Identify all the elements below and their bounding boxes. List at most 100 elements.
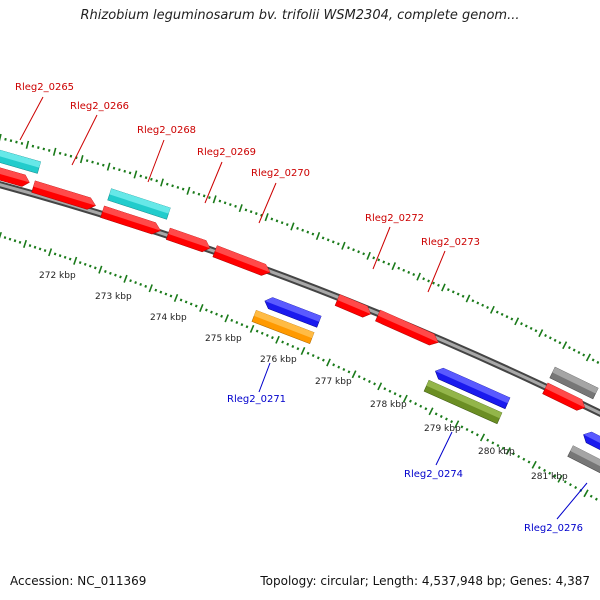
- inner-ring-minor-tick: [235, 321, 239, 325]
- forward-gene-right-arrow[interactable]: [542, 382, 588, 413]
- outer-ring-minor-tick: [139, 174, 143, 178]
- outer-ring-minor-tick: [451, 290, 455, 294]
- cyan-feature-rleg2-0268[interactable]: [107, 188, 171, 220]
- inner-ring-minor-tick: [220, 314, 223, 318]
- forward-gene-rleg2-0265-arrow[interactable]: [0, 165, 31, 188]
- gene-label-rleg2-0266[interactable]: Rleg2_0266: [70, 101, 129, 112]
- inner-ring-minor-tick: [548, 471, 552, 475]
- cyan-feature-rleg2-0265[interactable]: [0, 148, 42, 174]
- inner-ring-minor-tick: [13, 239, 17, 243]
- orange-feature-rleg2-0271[interactable]: [251, 309, 315, 345]
- inner-ring-minor-tick: [78, 261, 82, 265]
- gene-label-rleg2-0269[interactable]: Rleg2_0269: [197, 147, 256, 158]
- inner-ring-minor-tick: [114, 273, 117, 277]
- outer-ring-major-tick: [212, 195, 217, 204]
- inner-ring-minor-tick: [491, 441, 495, 445]
- gene-label-rleg2-0265[interactable]: Rleg2_0265: [15, 82, 74, 93]
- outer-ring-minor-tick: [112, 166, 116, 170]
- inner-ring-major-tick: [23, 239, 28, 249]
- forward-gene-rleg2-0269-arrow[interactable]: [165, 227, 212, 254]
- gray-feature-right[interactable]: [549, 366, 599, 400]
- inner-ring-minor-tick: [93, 266, 97, 270]
- outer-ring-minor-tick: [387, 262, 391, 266]
- outer-ring-minor-tick: [553, 338, 557, 342]
- inner-ring-minor-tick: [306, 351, 310, 355]
- inner-ring-minor-tick: [119, 275, 122, 279]
- forward-gene-rleg2-0268-arrow[interactable]: [100, 205, 163, 236]
- forward-gene-rleg2-0273-arrow[interactable]: [375, 309, 440, 348]
- outer-ring-minor-tick: [270, 217, 274, 221]
- outer-ring-minor-tick: [260, 213, 263, 217]
- gene-label-rleg2-0276[interactable]: Rleg2_0276: [524, 523, 583, 534]
- reverse-gene-rleg2-0271-arrow[interactable]: [263, 295, 322, 328]
- inner-ring-major-tick: [0, 231, 2, 239]
- kbp-labels: 272 kbp 273 kbp 274 kbp 275 kbp 276 kbp …: [39, 271, 568, 482]
- outer-ring-minor-tick: [548, 336, 552, 340]
- outer-ring-minor-tick: [102, 163, 105, 167]
- kbp-label-280: 280 kbp: [478, 447, 515, 457]
- reverse-gene-rleg2-0274-arrow[interactable]: [433, 366, 511, 410]
- outer-ring-minor-tick: [476, 301, 480, 305]
- outer-ring-minor-tick: [326, 238, 330, 242]
- inner-ring-minor-tick: [63, 255, 67, 259]
- forward-gene-rleg2-0266-arrow[interactable]: [31, 180, 98, 211]
- inner-ring-minor-tick: [501, 446, 505, 450]
- inner-ring-minor-tick: [260, 331, 264, 335]
- outer-ring-minor-tick: [306, 230, 310, 234]
- outer-ring-minor-tick: [596, 360, 600, 364]
- gene-label-rleg2-0270[interactable]: Rleg2_0270: [251, 168, 310, 179]
- gene-label-rleg2-0272[interactable]: Rleg2_0272: [365, 213, 424, 224]
- inner-ring-minor-tick: [373, 382, 376, 386]
- forward-gene-rleg2-0272-arrow[interactable]: [334, 294, 373, 319]
- outer-ring-minor-tick: [432, 281, 435, 285]
- inner-ring-minor-tick: [104, 270, 107, 273]
- outer-ring-minor-tick: [412, 273, 416, 277]
- inner-ring-minor-tick: [594, 497, 598, 501]
- inner-ring-minor-tick: [205, 308, 208, 312]
- inner-ring-major-tick: [73, 256, 78, 265]
- reverse-callout-lines: [258, 362, 588, 520]
- outer-ring-minor-tick: [427, 279, 430, 283]
- outer-ring-minor-tick: [144, 176, 148, 180]
- gene-label-rleg2-0273[interactable]: Rleg2_0273: [421, 237, 480, 248]
- inner-ring-minor-tick: [512, 452, 515, 456]
- inner-ring-major-tick: [224, 314, 229, 323]
- outer-ring-minor-tick: [229, 203, 232, 207]
- inner-ring-minor-tick: [424, 407, 428, 411]
- outer-ring-minor-tick: [223, 201, 227, 205]
- outer-ring-major-tick: [0, 133, 2, 142]
- outer-ring-minor-tick: [591, 358, 595, 362]
- inner-ring-minor-tick: [109, 271, 112, 275]
- gene-label-rleg2-0274[interactable]: Rleg2_0274: [404, 469, 463, 480]
- inner-ring-minor-tick: [537, 466, 541, 470]
- inner-ring-minor-tick: [265, 333, 269, 337]
- gene-label-rleg2-0268[interactable]: Rleg2_0268: [137, 125, 196, 136]
- outer-ring-minor-tick: [481, 303, 485, 307]
- outer-ring-minor-tick: [347, 246, 350, 250]
- forward-gene-rleg2-0270-arrow[interactable]: [212, 245, 272, 278]
- gray-feature-rleg2-0276[interactable]: [567, 445, 600, 477]
- inner-ring-minor-tick: [496, 444, 500, 448]
- inner-ring-minor-tick: [450, 420, 454, 424]
- olive-feature-rleg2-0274[interactable]: [423, 379, 503, 425]
- outer-ring-minor-tick: [58, 151, 62, 155]
- inner-ring-minor-tick: [543, 468, 546, 472]
- outer-ring-major-tick: [52, 147, 57, 156]
- gene-label-rleg2-0271[interactable]: Rleg2_0271: [227, 394, 286, 405]
- outer-ring-minor-tick: [208, 196, 211, 200]
- inner-ring-minor-tick: [159, 290, 163, 294]
- outer-ring-minor-tick: [544, 333, 547, 338]
- inner-ring-minor-tick: [3, 236, 7, 240]
- reverse-gene-rleg2-0276-arrow[interactable]: [581, 429, 600, 456]
- inner-ring-minor-tick: [332, 363, 336, 367]
- outer-ring-major-tick: [465, 294, 471, 303]
- inner-ring-major-tick: [48, 248, 53, 257]
- outer-ring-minor-tick: [15, 140, 18, 144]
- inner-ring-major-tick: [531, 460, 537, 469]
- outer-ring-major-tick: [341, 241, 346, 250]
- inner-tick-ring: [0, 231, 598, 501]
- kbp-label-279: 279 kbp: [424, 424, 461, 434]
- kbp-label-275: 275 kbp: [205, 334, 242, 344]
- outer-ring-minor-tick: [510, 317, 514, 321]
- outer-ring-major-tick: [160, 178, 164, 187]
